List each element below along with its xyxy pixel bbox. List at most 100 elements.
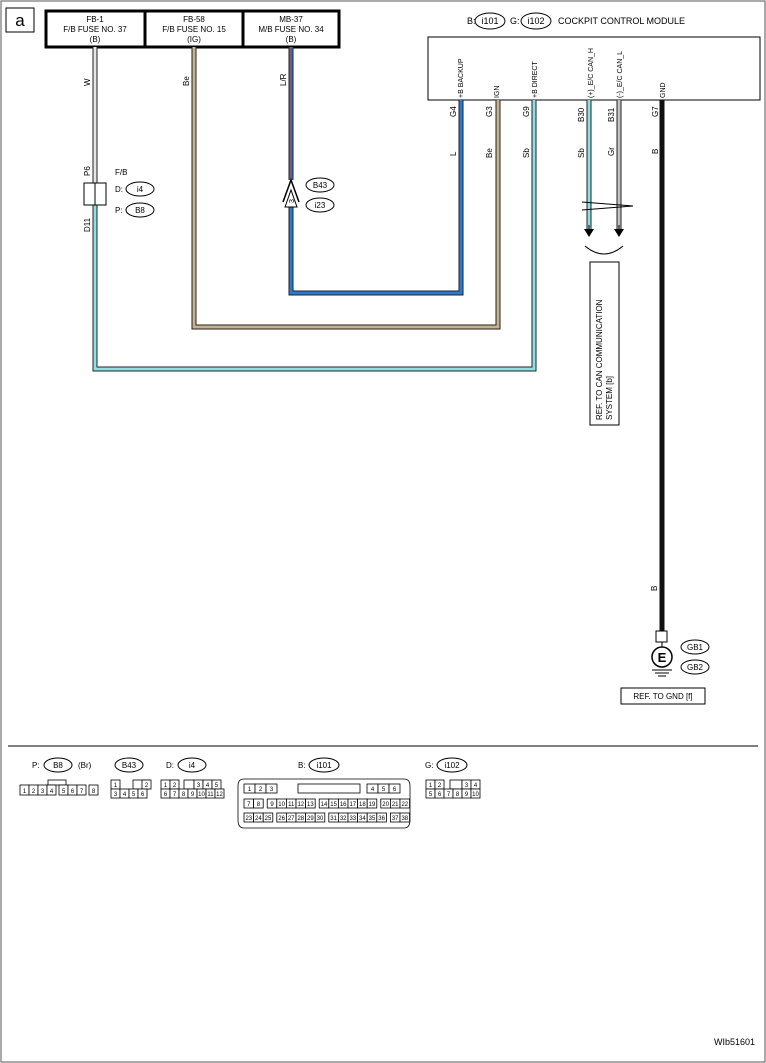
joint-connector-bottom-oval <box>305 197 335 213</box>
wire-label-sb: Sb <box>522 148 531 158</box>
i101-pin-label-8: 8 <box>257 802 261 808</box>
fuse-name-fb1: F/B FUSE NO. 37 <box>63 25 127 34</box>
i102-pin-label-4: 4 <box>474 783 478 789</box>
fb-d-prefix: D: <box>115 185 123 194</box>
i101-pin-label-16: 16 <box>340 802 347 808</box>
b8-pin-label-6: 6 <box>71 789 75 795</box>
cv-b8-prefix: P: <box>32 761 40 770</box>
b43-pin-6 <box>137 788 148 799</box>
wire-l-core <box>289 100 463 295</box>
can-reference: REF. TO CAN COMMUNICATION SYSTEM [b] <box>581 201 634 426</box>
ground-point2: GB2 <box>687 663 704 672</box>
wire-label-be-fuse: Be <box>182 76 191 86</box>
module-conn-b-prefix: B: <box>467 16 476 26</box>
i101-pin-label-19: 19 <box>369 802 376 808</box>
i4-pin-label-2: 2 <box>173 783 177 789</box>
i101-pin-36 <box>376 812 387 823</box>
cv-b43-name: B43 <box>122 761 137 770</box>
i101-pin-label-2: 2 <box>259 787 263 793</box>
cv-i4-oval <box>177 757 207 773</box>
i101-pin-label-15: 15 <box>330 802 337 808</box>
i101-pin-25 <box>262 812 274 823</box>
i101-pin-label-9: 9 <box>270 802 274 808</box>
joint-connector: 3 B43 i23 <box>282 177 335 213</box>
cv-i4-prefix: D: <box>166 761 174 770</box>
i101-pin-label-12: 12 <box>297 802 304 808</box>
b8-pin-7 <box>76 784 87 796</box>
b8-pin-label-3: 3 <box>41 789 45 795</box>
can-group-arc <box>584 245 624 255</box>
can-ref-line2: SYSTEM [b] <box>605 376 614 420</box>
i102-pin-label-10: 10 <box>472 792 479 798</box>
b8-pin-8 <box>88 784 99 796</box>
i102-pin-label-5: 5 <box>429 792 433 798</box>
wire-label-be: Be <box>485 148 494 158</box>
pin-label-g7: G7 <box>651 106 660 117</box>
i101-pin-label-11: 11 <box>288 802 295 808</box>
i101-pin-label-7: 7 <box>247 802 251 808</box>
i101-pin-label-3: 3 <box>270 787 274 793</box>
i4-lock-tab <box>183 779 195 790</box>
i102-pin-label-3: 3 <box>465 783 469 789</box>
i101-pin-label-33: 33 <box>349 816 356 822</box>
module-pin-labels: G4 G3 G9 B30 B31 G7 <box>449 106 660 122</box>
ground-ref-box <box>620 687 706 705</box>
b43-pin-label-4: 4 <box>123 792 127 798</box>
fuse-box-mb37 <box>241 9 341 49</box>
module-signal-labels: +B BACKUP IGN +B DIRECT (+)_E/C CAN_H (-… <box>458 48 667 98</box>
ground-point1-oval <box>680 639 710 655</box>
fuse-supply-fb1: (B) <box>90 35 101 44</box>
i4-pin-label-11: 11 <box>207 792 214 798</box>
can-ref-text: REF. TO CAN COMMUNICATION SYSTEM [b] <box>595 297 614 420</box>
i101-pin-3 <box>265 783 278 794</box>
wire-be-core <box>192 47 500 329</box>
b8-pin-label-7: 7 <box>80 789 84 795</box>
i4-pin-label-12: 12 <box>216 792 223 798</box>
i101-pin-label-6: 6 <box>393 787 397 793</box>
i4-pin-label-9: 9 <box>191 792 195 798</box>
fb-pin-bottom: D11 <box>83 217 92 232</box>
ground-ref: REF. TO GND [f] <box>633 692 692 701</box>
wires <box>92 47 665 632</box>
ground-point1: GB1 <box>687 643 704 652</box>
i101-pin-label-20: 20 <box>382 802 389 808</box>
module-conn-g-prefix: G: <box>510 16 520 26</box>
cv-b43-oval <box>114 757 144 773</box>
corner-label: a <box>15 11 25 30</box>
i101-pin-label-29: 29 <box>307 816 314 822</box>
b43-pin-label-6: 6 <box>141 792 145 798</box>
cv-i101-oval <box>308 757 340 773</box>
signal-label-direct: +B DIRECT <box>532 61 539 98</box>
ground-wire-label: B <box>650 586 659 591</box>
fuse-box-group: FB-1 F/B FUSE NO. 37 (B) FB-58 F/B FUSE … <box>44 9 341 49</box>
i101-pin-label-30: 30 <box>317 816 324 822</box>
i101-pin-6 <box>388 783 401 794</box>
wire-l <box>288 100 464 296</box>
i101-pin-label-26: 26 <box>278 816 285 822</box>
i4-pin-label-3: 3 <box>197 783 201 789</box>
i101-pin-label-17: 17 <box>349 802 356 808</box>
i101-pin-label-14: 14 <box>321 802 328 808</box>
module-conn-b: i101 <box>481 16 498 26</box>
i101-pin-label-24: 24 <box>255 816 262 822</box>
fb-d-oval <box>125 181 155 197</box>
i101-pin-8 <box>253 798 264 809</box>
pin-label-g4: G4 <box>449 106 458 117</box>
fuse-id-fb58: FB-58 <box>183 15 205 24</box>
b8-pin-label-1: 1 <box>23 789 27 795</box>
i4-pin-label-1: 1 <box>164 783 168 789</box>
joint-connector-top-oval <box>305 177 335 193</box>
pin-label-g9: G9 <box>522 106 531 117</box>
module-conn-g-oval <box>520 12 552 30</box>
i101-pin-label-22: 22 <box>401 802 408 808</box>
i101-pin-label-35: 35 <box>369 816 376 822</box>
i102-pin-label-9: 9 <box>465 792 469 798</box>
i101-pin-label-36: 36 <box>378 816 385 822</box>
i101-pin-label-27: 27 <box>288 816 295 822</box>
fb-p: B8 <box>135 206 145 215</box>
cv-b8-oval <box>43 757 73 773</box>
module-name: COCKPIT CONTROL MODULE <box>558 16 685 26</box>
